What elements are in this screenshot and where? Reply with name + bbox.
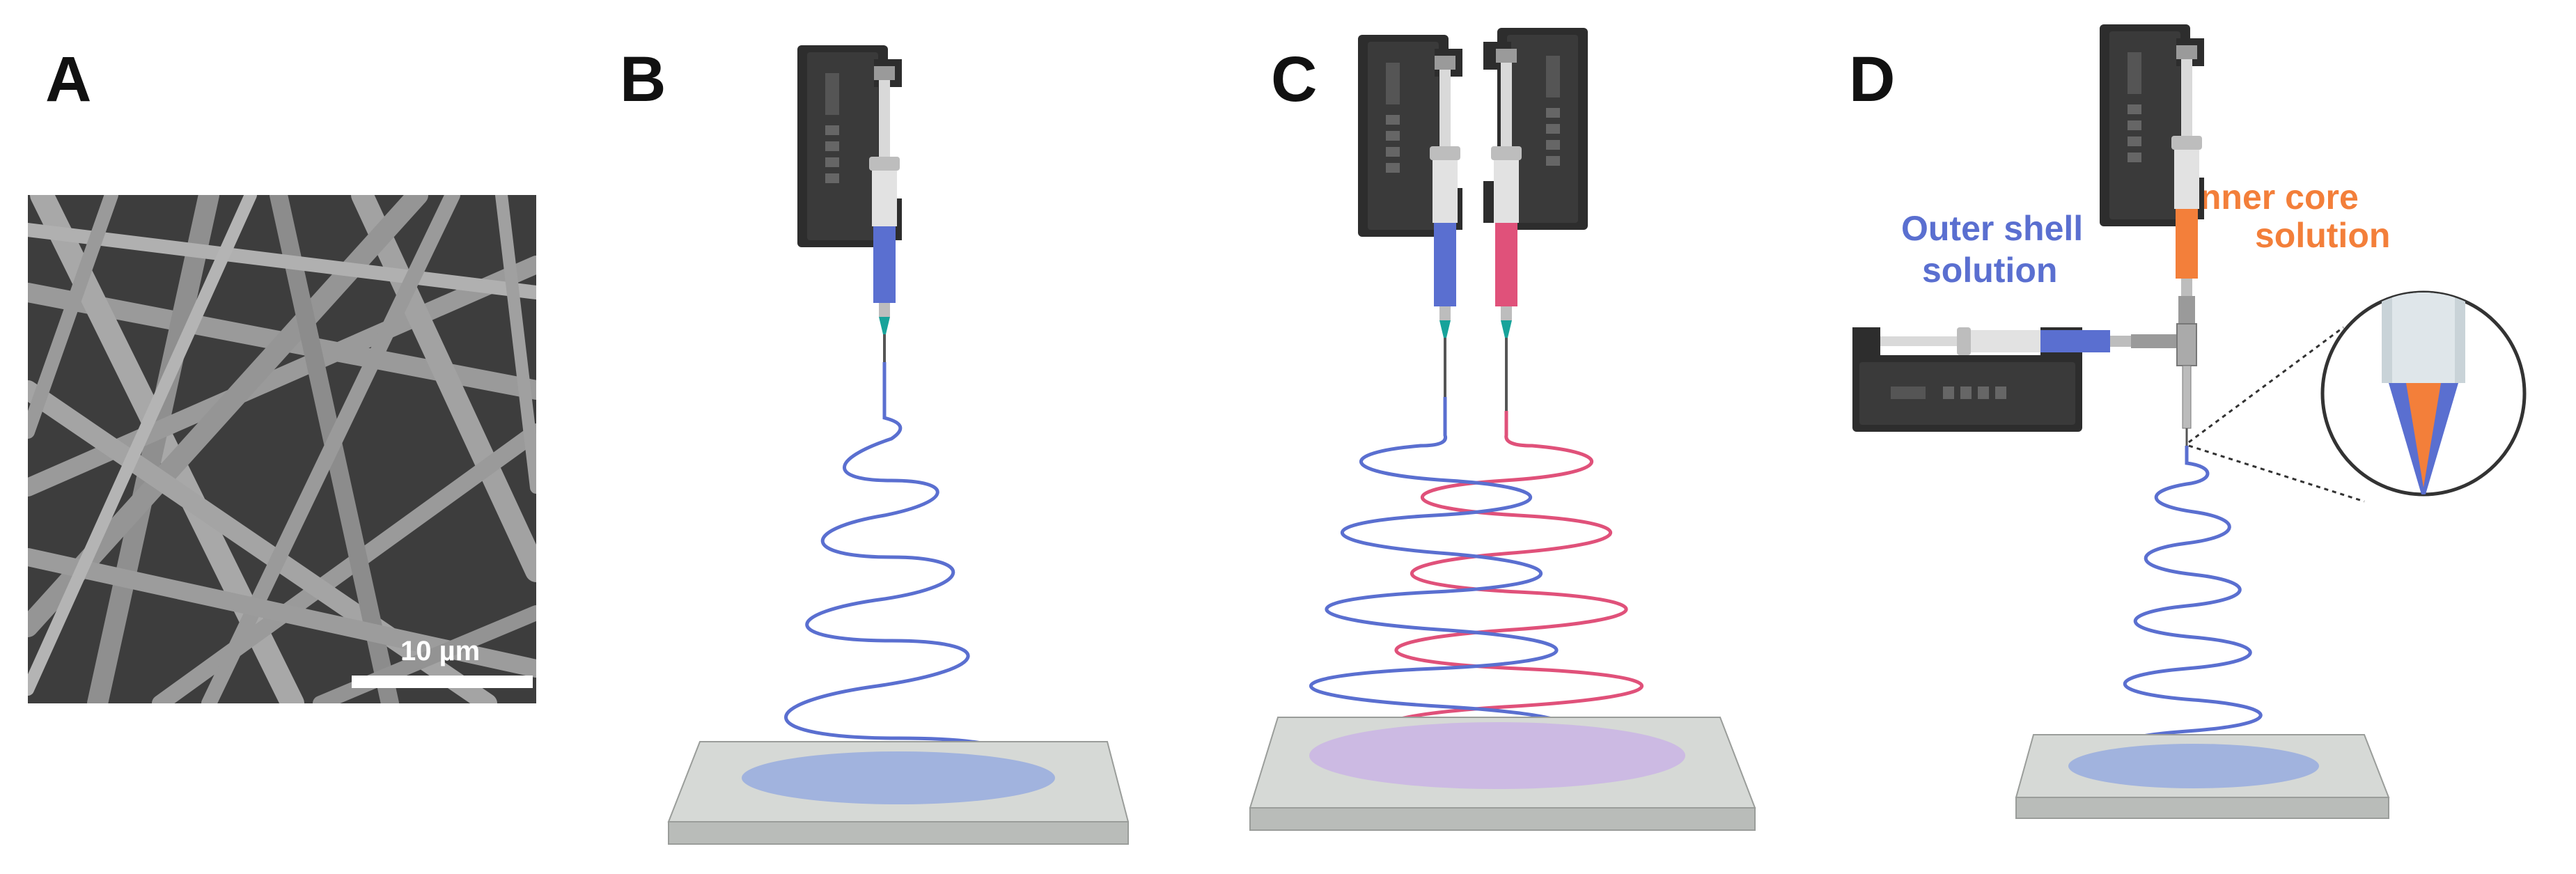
fiber-deposit-b	[742, 751, 1055, 804]
nozzle-zoom-callout	[2188, 290, 2527, 503]
panel-d-letter: D	[1849, 44, 1895, 115]
syringe-pump-b	[797, 45, 902, 362]
collector-c	[1249, 717, 1756, 831]
sem-micrograph: 10 µm	[28, 195, 536, 703]
scale-bar-label: 10 µm	[400, 636, 480, 666]
panel-a: A 10 µ	[28, 44, 536, 703]
fiber-deposit-d	[2068, 744, 2319, 788]
coaxial-nozzle-d	[2176, 323, 2197, 446]
panel-c: C	[1249, 28, 1756, 831]
panel-d: D Outer shell solution Inner core soluti…	[1849, 24, 2527, 819]
syringe-pump-d-vertical	[2100, 24, 2204, 324]
jet-helix-blue-d	[2116, 446, 2263, 765]
collector-b	[667, 741, 1130, 845]
panel-b: B	[620, 44, 1130, 845]
collector-d	[2015, 734, 2390, 819]
syringe-blue-b	[873, 226, 896, 303]
panel-b-letter: B	[620, 44, 666, 115]
panel-c-letter: C	[1271, 44, 1317, 115]
inner-core-cone	[2406, 383, 2441, 487]
panel-a-letter: A	[45, 44, 91, 115]
jet-helix-blue-b	[784, 362, 1005, 803]
syringe-pump-d-horizontal	[1852, 327, 2187, 432]
syringe-pump-c-right	[1483, 28, 1588, 411]
syringe-pink-c	[1495, 223, 1517, 306]
outer-shell-label-line2: solution	[1922, 251, 2057, 290]
scale-bar: 10 µm	[352, 636, 533, 688]
syringe-pump-c-left	[1358, 35, 1462, 397]
inner-core-label-line1: Inner core	[2190, 178, 2359, 217]
outer-shell-label-line1: Outer shell	[1901, 209, 2083, 248]
fiber-deposit-c	[1309, 722, 1685, 789]
inner-core-label-line2: solution	[2255, 216, 2390, 255]
syringe-blue-c	[1434, 223, 1456, 306]
syringe-blue-d	[2040, 330, 2110, 352]
syringe-orange-d	[2176, 209, 2198, 279]
